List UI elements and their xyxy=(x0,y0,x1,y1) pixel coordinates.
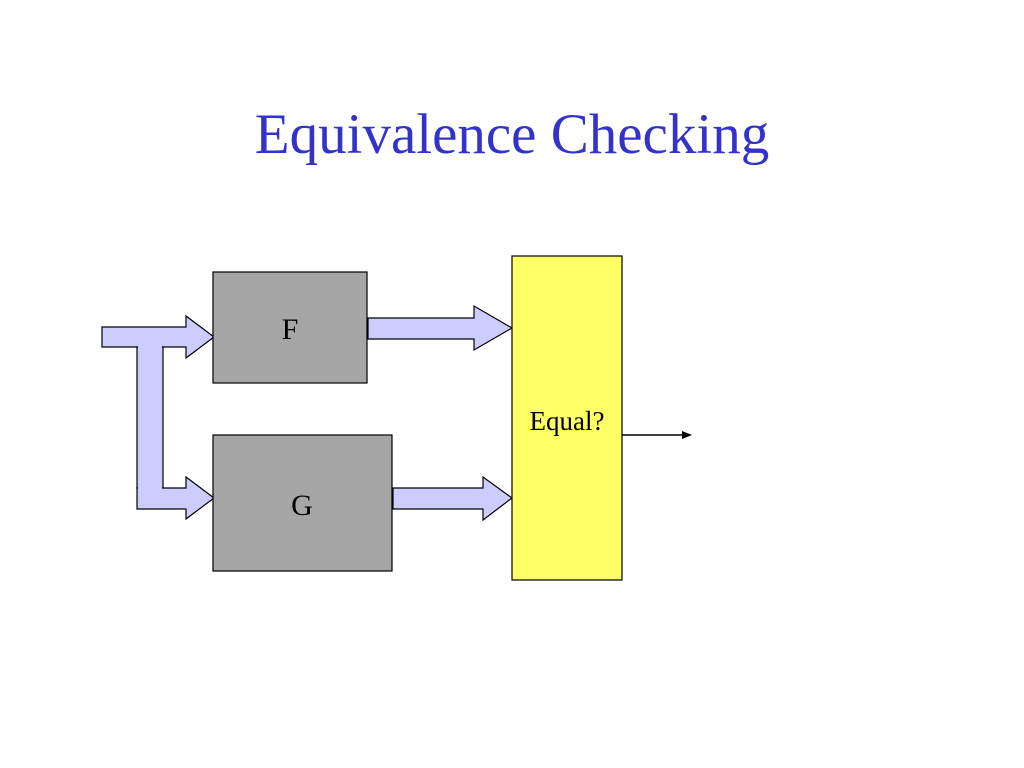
g-output-arrow xyxy=(392,475,514,522)
input-arrow-to-f xyxy=(101,314,215,360)
input-arrow-to-g xyxy=(136,475,215,521)
comparator-box xyxy=(511,255,623,581)
slide-title: Equivalence Checking xyxy=(254,103,770,166)
branch-seam-cover xyxy=(138,486,162,490)
branch-connector xyxy=(136,346,164,489)
box-f-label: F xyxy=(282,313,299,346)
branch-seam-cover-top xyxy=(138,345,162,349)
comparator-label: Equal? xyxy=(530,406,605,436)
box-f xyxy=(212,271,368,384)
box-g-label: G xyxy=(291,489,313,522)
result-output-arrowhead xyxy=(682,431,692,439)
f-output-arrow xyxy=(367,304,514,352)
box-g xyxy=(212,434,393,572)
